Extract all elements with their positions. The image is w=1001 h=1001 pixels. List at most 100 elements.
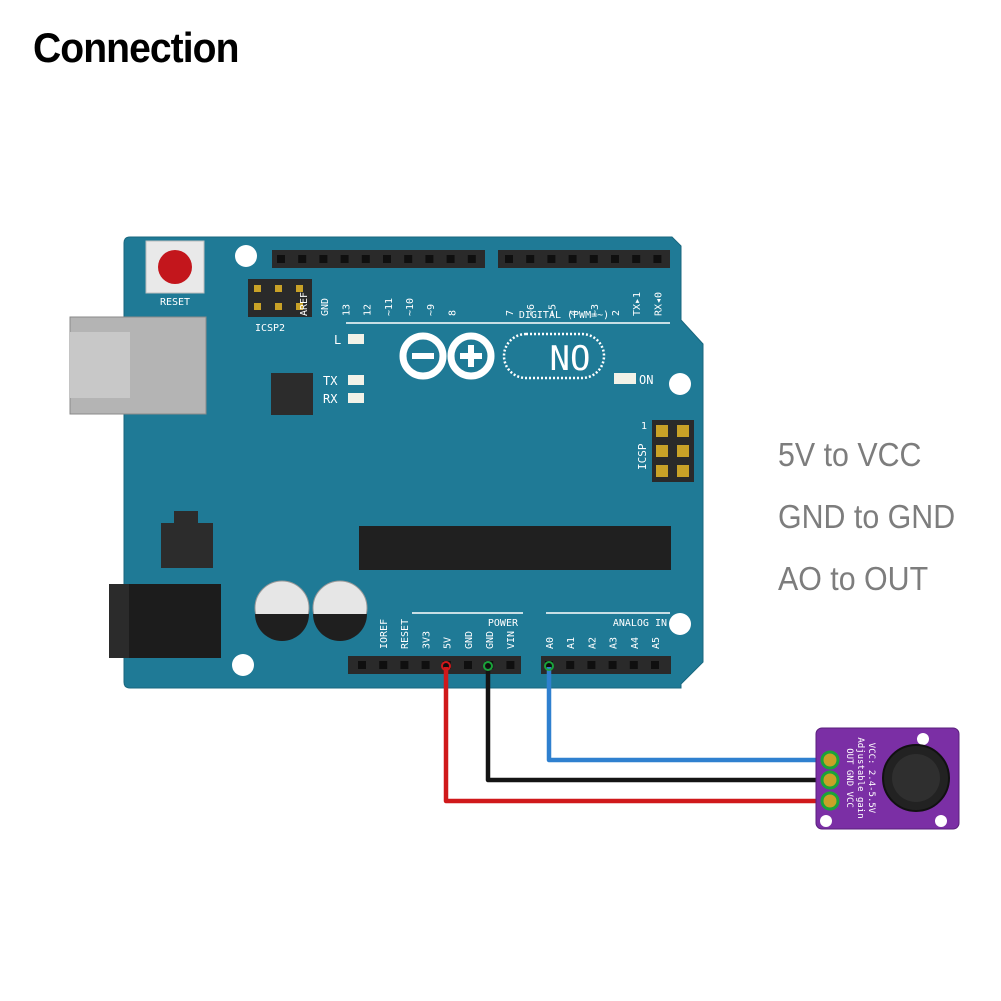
analog-pin-label: A3 (609, 637, 620, 649)
digital-pin-label: 4 (569, 310, 580, 316)
on-label: ON (639, 373, 653, 387)
module-label-line-3: OUT GND VCC (844, 748, 854, 808)
header-pin-hole (611, 255, 619, 263)
header-pin-hole (298, 255, 307, 263)
power-header (348, 656, 521, 674)
power-pin-label: GND (485, 631, 496, 649)
header-pin-hole (404, 255, 413, 263)
icsp2-header (248, 279, 312, 317)
microcontroller-chip (359, 526, 671, 570)
header-pin-hole (629, 661, 638, 669)
microphone-module (815, 727, 960, 830)
header-pin-hole (566, 661, 575, 669)
analog-pin-label: A0 (545, 637, 556, 649)
header-pin-hole (545, 661, 553, 669)
analog-label: ANALOG IN (613, 618, 667, 629)
header-pin-hole (568, 255, 577, 263)
digital-pin-label: ~3 (590, 304, 601, 316)
arduino-board (123, 236, 704, 689)
power-pin-label: 5V (443, 637, 454, 649)
header-pin-hole (589, 255, 598, 263)
digital-header-left (272, 250, 485, 268)
analog-pin-label: A4 (630, 637, 641, 649)
led-on (614, 373, 636, 384)
header-pin-hole (442, 661, 451, 669)
led-l (348, 334, 364, 344)
pin-gnd-contact (483, 661, 493, 671)
analog-pin-label: A1 (566, 637, 577, 649)
header-pin-hole (319, 255, 328, 263)
led-tx-label: TX (323, 374, 338, 388)
power-label: POWER (488, 618, 519, 629)
power-pin-label: RESET (400, 619, 411, 649)
mounting-hole (232, 654, 254, 676)
icsp-pin1-label: 1 (641, 421, 647, 432)
dc-power-jack (109, 584, 221, 658)
power-pin-label: VIN (506, 631, 517, 649)
digital-pin-label: RX◂0 (653, 292, 664, 316)
header-pin-hole (379, 661, 388, 669)
module-label: VCC: 2.4-5.5V Adjustable gain OUT GND VC… (844, 737, 876, 818)
digital-pin-label: 12 (363, 304, 374, 316)
mounting-hole (235, 245, 257, 267)
reset-label: RESET (160, 297, 190, 308)
digital-pin-label: 2 (611, 310, 622, 316)
page-title: Connection (33, 24, 239, 71)
wiring-notes: 5V to VCC GND to GND AO to OUT (778, 432, 971, 618)
capacitor (312, 580, 368, 641)
icsp-label: ICSP (636, 443, 649, 470)
header-pin-hole (421, 661, 430, 669)
digital-header-right (498, 250, 670, 268)
led-rx (348, 393, 364, 403)
led-tx (348, 375, 364, 385)
icsp-header (652, 420, 694, 482)
header-pin-hole (506, 661, 515, 669)
icsp2-label: ICSP2 (255, 323, 285, 334)
digital-label: DIGITAL (PWM=~) (519, 310, 609, 321)
module-pin-vcc (820, 791, 840, 811)
header-pin-hole (608, 661, 617, 669)
logo-text: NO (550, 339, 591, 379)
header-pin-hole (505, 255, 513, 263)
digital-pin-label: AREF (299, 292, 310, 316)
usb-connector-inner (70, 332, 130, 398)
pin-5v-contact (441, 661, 451, 671)
analog-pin-label: A2 (587, 637, 598, 649)
digital-pin-label: 8 (447, 310, 458, 316)
module-pin-gnd (820, 770, 840, 790)
led-rx-label: RX (323, 392, 338, 406)
header-pin-hole (467, 255, 476, 263)
header-pin-hole (358, 661, 366, 669)
wiring-note-gnd: GND to GND (778, 498, 956, 535)
module-pin-out (820, 750, 840, 770)
header-pin-hole (632, 255, 641, 263)
digital-pin-label: 7 (505, 310, 516, 316)
digital-pin-label: 13 (341, 304, 352, 316)
power-pin-label: IOREF (379, 619, 390, 649)
pin-a0-contact (544, 661, 554, 671)
header-pin-hole (425, 255, 434, 263)
bottom-pin-holes (358, 661, 659, 669)
header-pin-hole (547, 255, 556, 263)
voltage-regulator (161, 511, 213, 568)
header-pin-hole (340, 255, 349, 263)
header-pin-hole (653, 255, 662, 263)
power-pin-label: GND (464, 631, 475, 649)
mounting-hole (669, 373, 691, 395)
arduino-logo (399, 332, 606, 380)
power-pin-label: 3V3 (421, 631, 432, 649)
reset-button (158, 250, 192, 284)
digital-pin-label: GND (320, 298, 331, 316)
wiring-note-out: AO to OUT (778, 560, 929, 597)
digital-pin-label: ~10 (405, 298, 416, 316)
led-l-label: L (334, 333, 341, 347)
header-pin-hole (400, 661, 409, 669)
capacitor (254, 580, 310, 641)
header-pin-hole (464, 661, 472, 669)
digital-pin-label: ~11 (384, 298, 395, 316)
digital-pin-label: ~9 (426, 304, 437, 316)
header-pin-hole (361, 255, 370, 263)
